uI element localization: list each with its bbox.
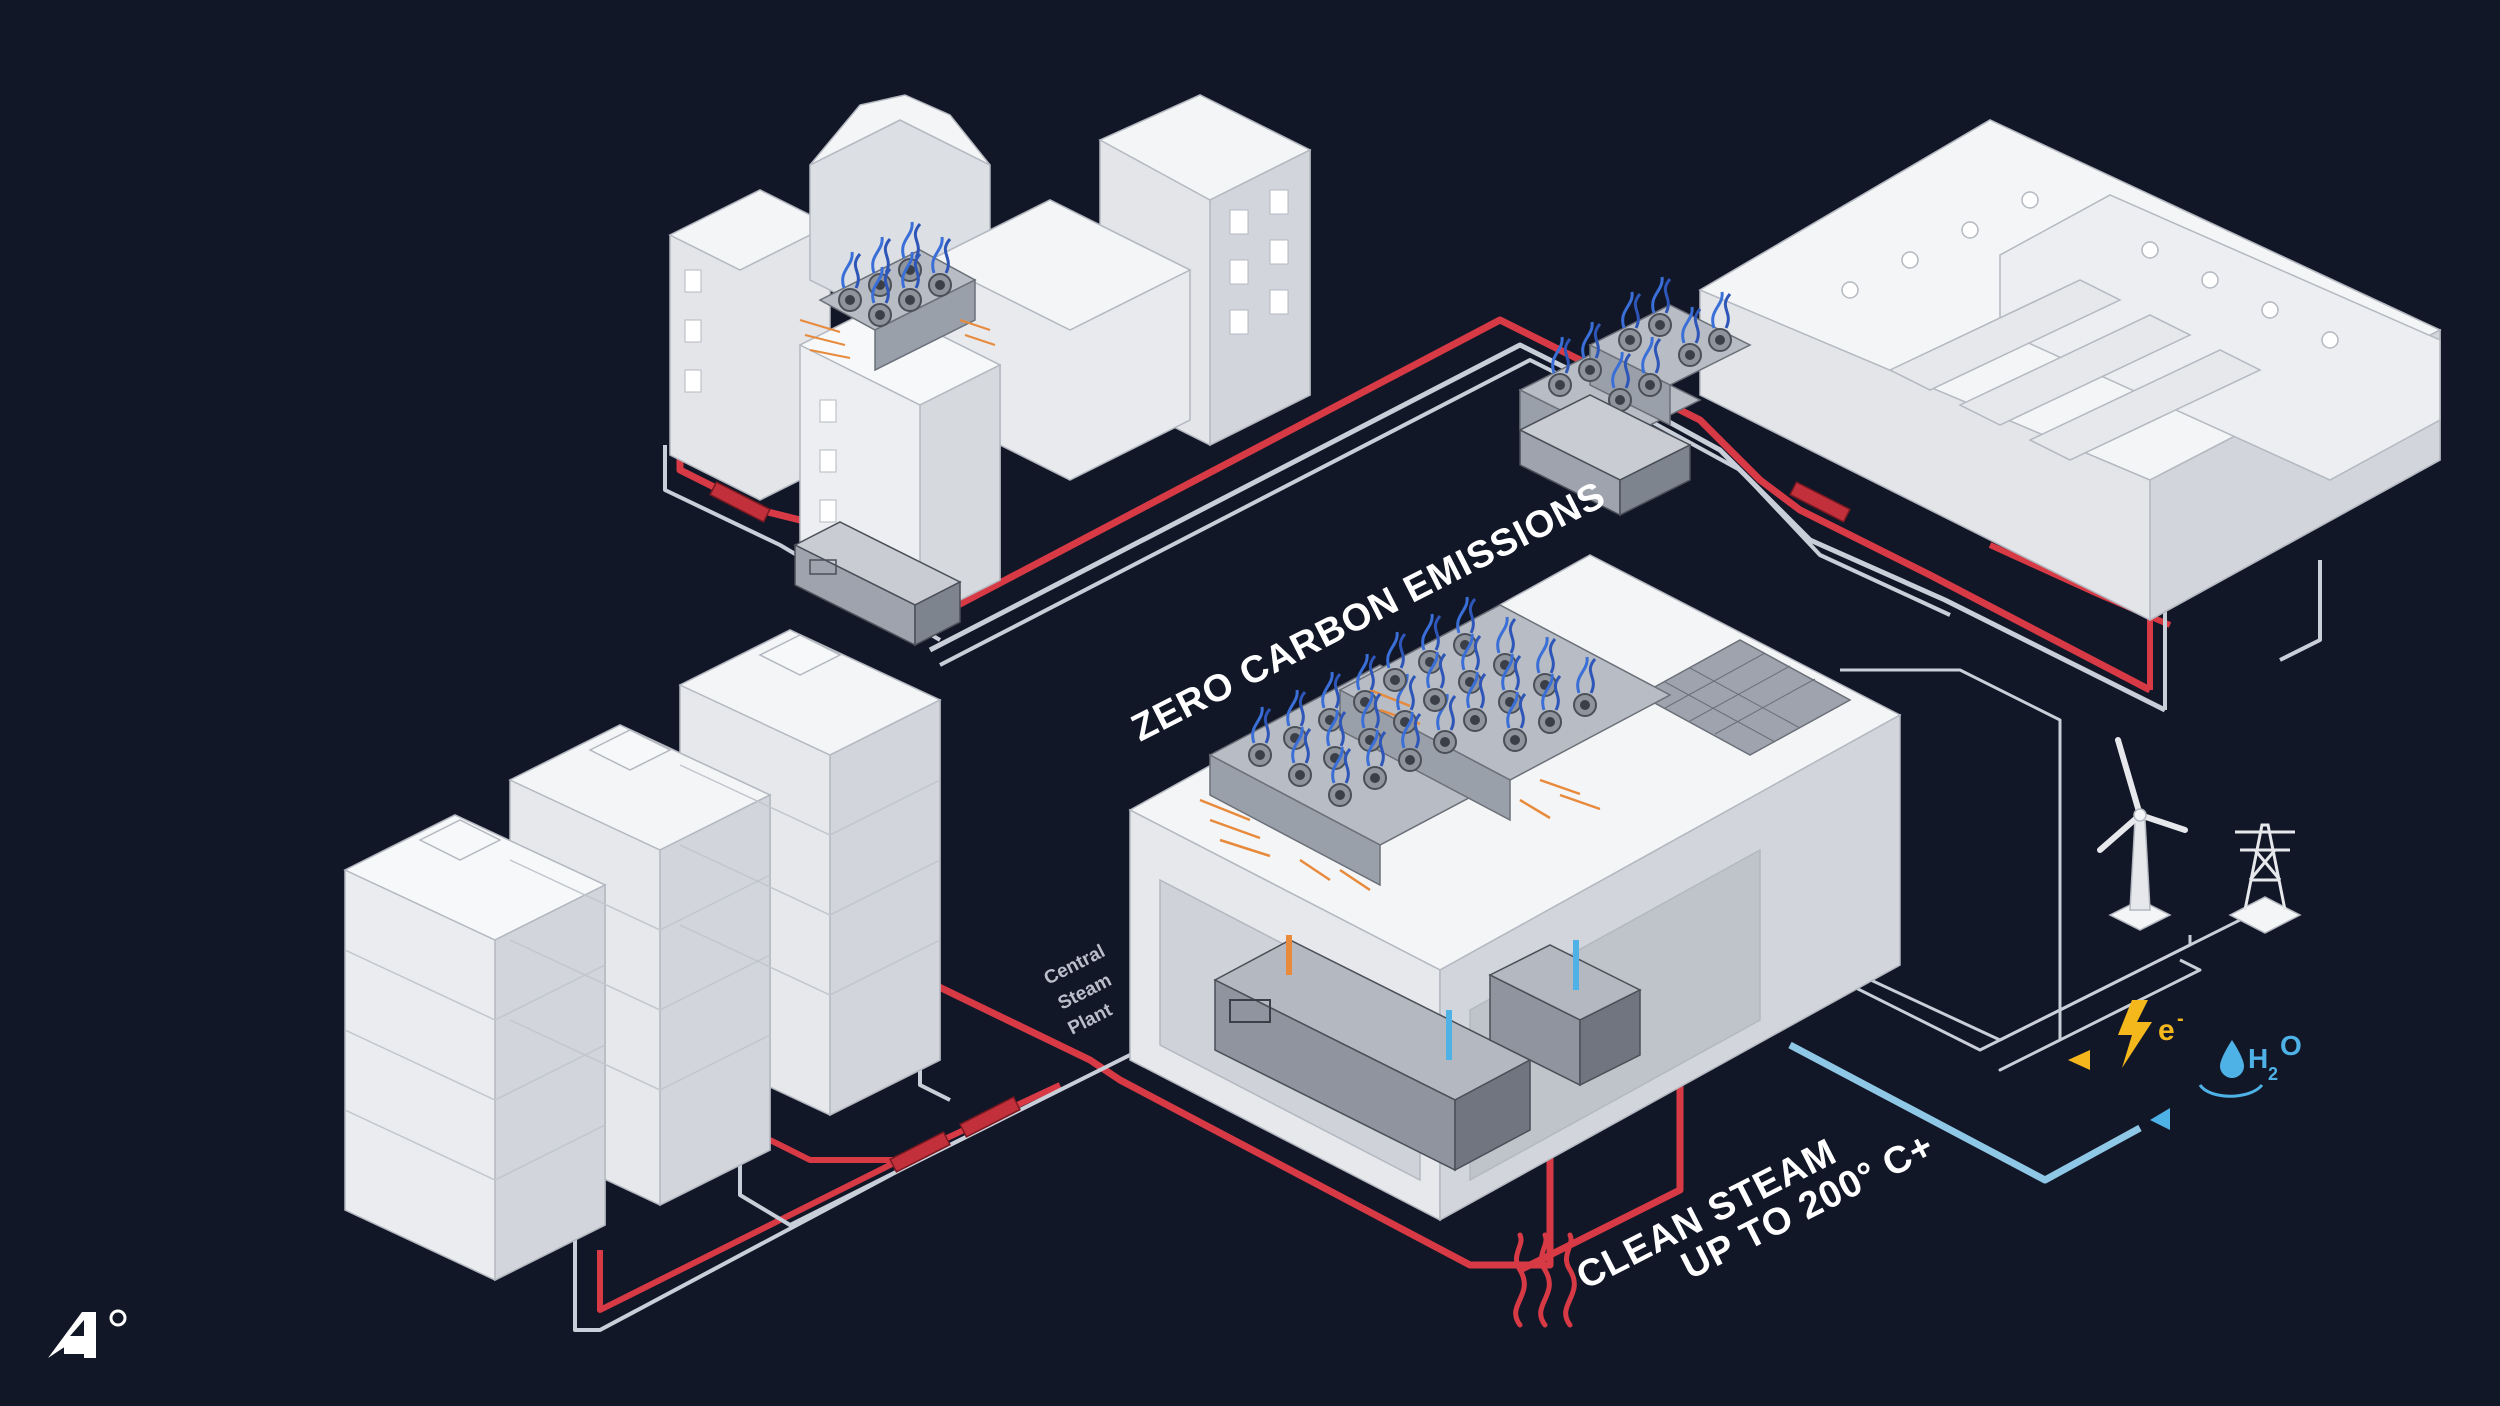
water-h: H	[2248, 1043, 2268, 1074]
return-pipe-upper-2	[939, 358, 1951, 667]
electron-charge: -	[2177, 1008, 2184, 1030]
electricity-label: e -	[2158, 1008, 2184, 1047]
lightning-icon	[2068, 1000, 2152, 1070]
fourth-degree-logo	[48, 1309, 127, 1358]
commercial-block	[668, 94, 1312, 622]
steam-modules-central	[1213, 935, 1642, 1172]
water-drop-icon	[2150, 1040, 2264, 1130]
cooler-tl	[799, 220, 996, 372]
water-o: O	[2280, 1030, 2302, 1061]
industrial-factory	[1698, 119, 2442, 622]
steam-module-tl	[793, 521, 962, 647]
water-pipe	[1788, 1041, 2142, 1184]
power-line	[1840, 668, 2202, 1072]
return-pipe-upper	[928, 342, 2167, 713]
steam-pipe-upper	[918, 316, 2152, 694]
steam-heat-icon	[1513, 1232, 1577, 1328]
water-subscript: 2	[2268, 1064, 2278, 1084]
transmission-tower-icon	[2228, 823, 2302, 934]
clean-steam-label: CLEAN STEAM UP TO 200° C+	[1570, 1125, 1941, 1298]
electron-symbol: e	[2158, 1014, 2175, 1047]
residential-towers	[343, 629, 942, 1282]
cooler-central	[1199, 595, 1672, 892]
pipe-valves	[709, 481, 1851, 1173]
central-steam-plant-label: Central Steam Plant	[1041, 941, 1117, 1039]
return-pipe-factory	[2163, 560, 2322, 710]
water-label: H 2 O	[2248, 1030, 2302, 1084]
steam-module-factory	[1518, 394, 1692, 517]
wind-turbine-icon	[2097, 737, 2188, 931]
